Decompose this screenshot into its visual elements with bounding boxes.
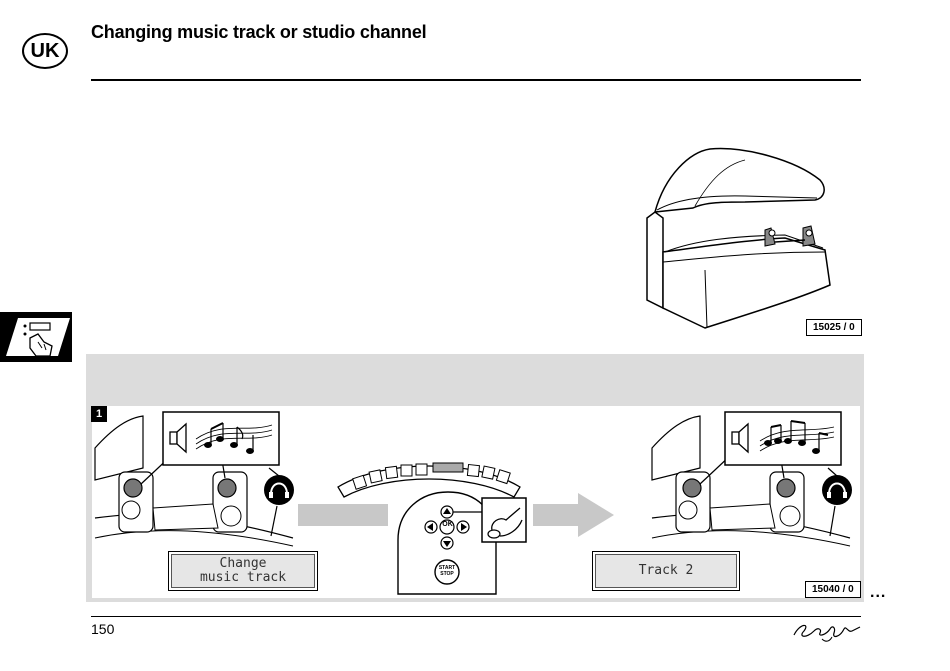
music-notes-icon bbox=[759, 420, 835, 454]
solarium-illustration bbox=[646, 147, 831, 329]
led-bar bbox=[337, 462, 521, 498]
page-title: Changing music track or studio channel bbox=[91, 22, 427, 42]
ok-button-icon bbox=[439, 519, 455, 535]
stop-label: STOP bbox=[440, 571, 454, 577]
speaker-icon bbox=[731, 422, 749, 454]
figure-number: 15025 / 0 bbox=[806, 319, 862, 336]
step-header-band bbox=[86, 354, 864, 406]
ok-label: OK bbox=[442, 521, 453, 528]
right-bed-interior-illustration bbox=[651, 415, 852, 547]
music-notes-icon bbox=[195, 422, 273, 454]
start-label: START bbox=[438, 565, 456, 571]
display-after: Track 2 bbox=[592, 551, 740, 591]
hand-pressing-panel-icon bbox=[6, 318, 70, 357]
arrow-right-icon bbox=[533, 493, 614, 537]
start-stop-label: START STOP bbox=[435, 565, 459, 577]
step-number-badge: 1 bbox=[91, 406, 107, 422]
page-number: 150 bbox=[91, 621, 115, 637]
ergoline-logo bbox=[793, 624, 861, 642]
continued-marker: ... bbox=[870, 584, 887, 601]
title-divider bbox=[91, 79, 861, 81]
left-bed-interior-illustration bbox=[94, 415, 294, 547]
start-stop-button-icon bbox=[434, 559, 460, 585]
step-figure-number: 15040 / 0 bbox=[805, 581, 861, 598]
keypad-illustration bbox=[397, 491, 527, 595]
music-callout-box bbox=[162, 411, 280, 466]
language-badge: UK bbox=[22, 33, 68, 69]
display-before: Change music track bbox=[168, 551, 318, 591]
music-callout-box-right bbox=[724, 411, 842, 466]
footer-divider bbox=[91, 616, 861, 617]
section-tab bbox=[0, 312, 72, 362]
brand-logo bbox=[792, 617, 862, 647]
sequence-arrows bbox=[298, 493, 614, 537]
speaker-icon bbox=[169, 422, 187, 454]
